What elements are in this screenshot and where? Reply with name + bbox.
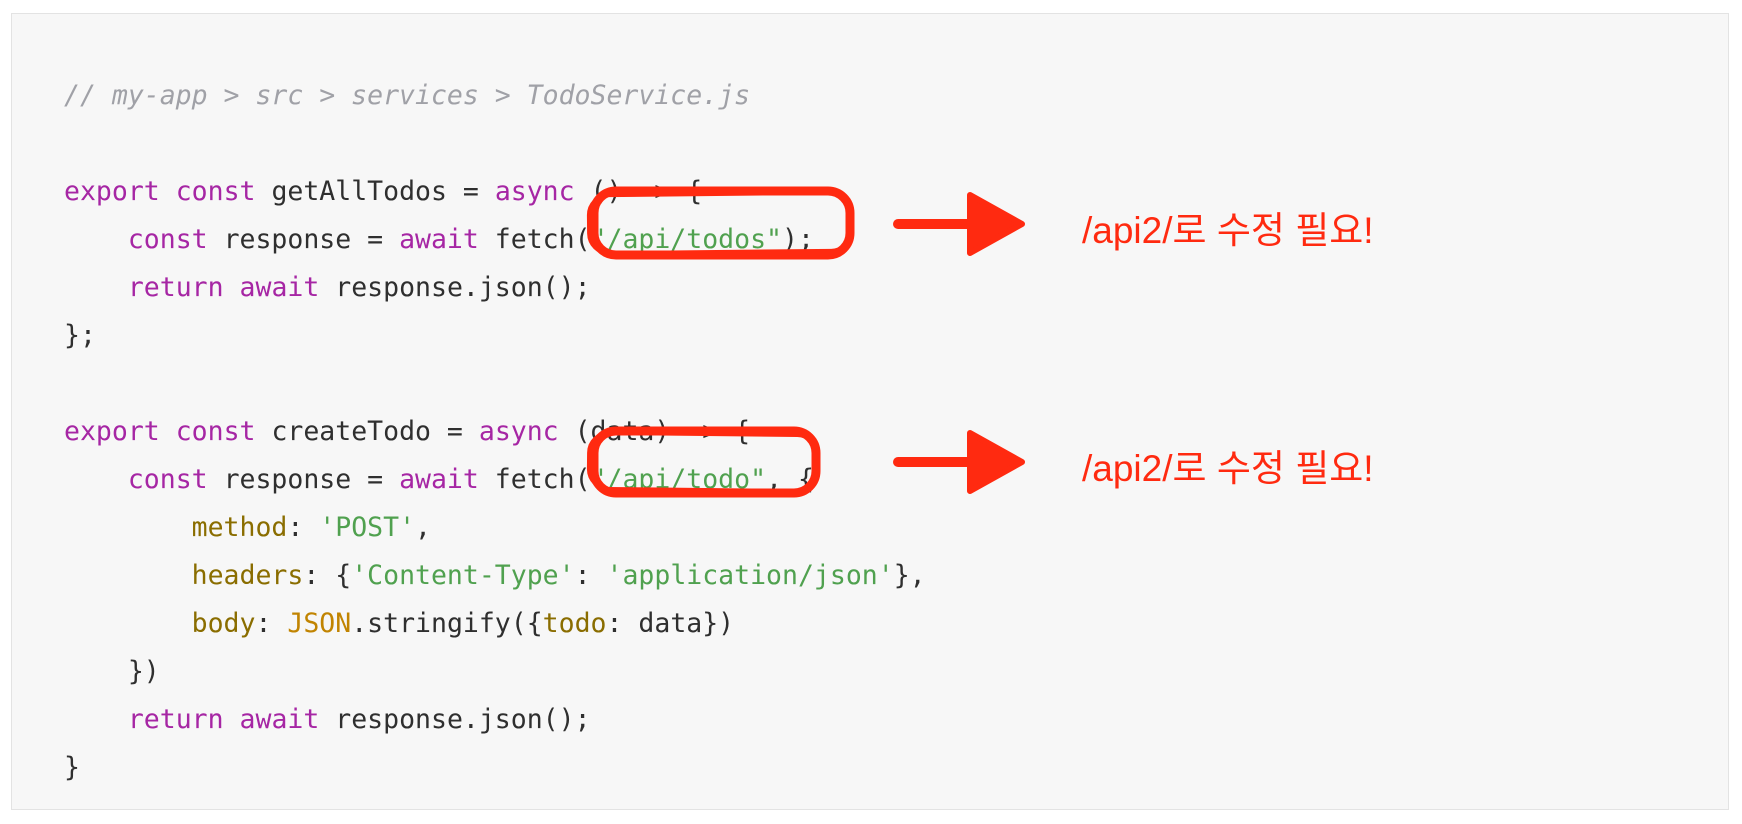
code-token-plain: response.json(); (319, 704, 591, 735)
code-token-plain (64, 704, 128, 735)
code-token-plain: : (287, 512, 320, 543)
code-line: const response = await fetch("/api/todos… (64, 216, 926, 264)
annotation-note: /api2/로 수정 필요! (1082, 448, 1374, 489)
code-token-plain (224, 704, 240, 735)
code-token-plain (64, 512, 192, 543)
code-line: export const getAllTodos = async () => { (64, 168, 926, 216)
code-line: return await response.json(); (64, 696, 926, 744)
code-token-plain (64, 224, 128, 255)
code-token-keyword: const (175, 416, 256, 447)
code-line: return await response.json(); (64, 264, 926, 312)
code-token-plain: ); (781, 224, 814, 255)
code-token-plain: createTodo = (255, 416, 479, 447)
code-token-plain: , (415, 512, 431, 543)
code-token-string: "/api/todos" (590, 224, 782, 255)
code-line: ​ (64, 360, 926, 408)
code-token-plain: : { (303, 560, 352, 591)
code-token-plain: } (64, 752, 80, 783)
code-token-plain (160, 416, 176, 447)
code-line: method: 'POST', (64, 504, 926, 552)
code-line: }) (64, 648, 926, 696)
code-line: } (64, 744, 926, 792)
code-token-plain (64, 272, 128, 303)
code-token-prop: method (191, 512, 288, 543)
code-token-plain: response.json(); (319, 272, 591, 303)
code-token-prop: headers (191, 560, 304, 591)
code-token-builtin: JSON (287, 608, 352, 639)
code-token-plain: response = (207, 464, 400, 495)
code-token-keyword: export (64, 416, 160, 447)
code-token-plain: }; (64, 320, 96, 351)
code-line: // my-app > src > services > TodoService… (64, 72, 926, 120)
code-token-plain (64, 608, 192, 639)
code-token-plain: () => { (574, 176, 703, 207)
code-token-keyword: return (127, 272, 224, 303)
code-block: // my-app > src > services > TodoService… (11, 13, 1729, 810)
code-token-string: 'application/json' (606, 560, 894, 591)
code-token-plain: }) (64, 656, 160, 687)
code-token-plain: fetch( (478, 464, 591, 495)
code-token-keyword: await (399, 464, 479, 495)
code-line: export const createTodo = async (data) =… (64, 408, 926, 456)
code-token-keyword: await (239, 272, 320, 303)
code-line: body: JSON.stringify({todo: data}) (64, 600, 926, 648)
code-content: // my-app > src > services > TodoService… (64, 72, 926, 792)
code-token-keyword: const (127, 464, 208, 495)
code-token-plain: .stringify({ (351, 608, 543, 639)
code-line: ​ (64, 120, 926, 168)
code-token-comment: // my-app > src > services > TodoService… (64, 80, 751, 111)
code-token-keyword: async (478, 416, 559, 447)
code-token-keyword: async (494, 176, 575, 207)
code-token-string: 'POST' (319, 512, 416, 543)
code-line: const response = await fetch("/api/todo"… (64, 456, 926, 504)
code-token-keyword: const (127, 224, 208, 255)
code-token-keyword: await (239, 704, 320, 735)
code-token-plain: : data}) (606, 608, 735, 639)
code-token-plain: , { (766, 464, 814, 495)
code-token-prop: body (191, 608, 256, 639)
annotation-note: /api2/로 수정 필요! (1082, 210, 1374, 251)
code-token-keyword: await (399, 224, 479, 255)
code-line: }; (64, 312, 926, 360)
code-token-plain (64, 560, 192, 591)
code-token-plain (224, 272, 240, 303)
code-token-plain: : (574, 560, 607, 591)
code-token-plain: : (255, 608, 288, 639)
code-token-keyword: return (127, 704, 224, 735)
code-token-plain: getAllTodos = (255, 176, 495, 207)
code-token-plain: response = (207, 224, 400, 255)
code-token-string: "/api/todo" (590, 464, 767, 495)
code-token-plain (160, 176, 176, 207)
code-token-keyword: const (175, 176, 256, 207)
code-token-keyword: export (64, 176, 160, 207)
code-token-plain: }, (893, 560, 926, 591)
code-token-plain: fetch( (478, 224, 591, 255)
code-token-plain (64, 464, 128, 495)
code-line: headers: {'Content-Type': 'application/j… (64, 552, 926, 600)
code-token-plain: (data) => { (558, 416, 751, 447)
code-token-string: 'Content-Type' (351, 560, 575, 591)
code-token-prop: todo (542, 608, 607, 639)
